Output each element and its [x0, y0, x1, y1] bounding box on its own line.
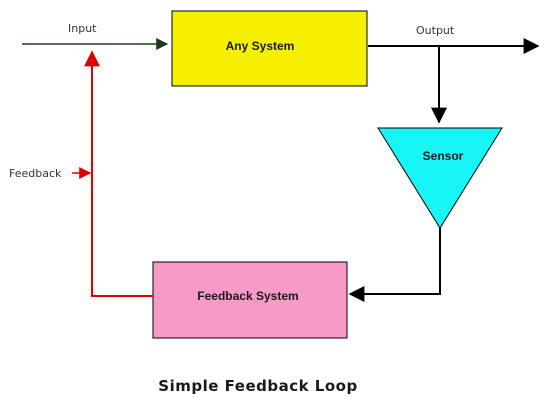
feedback-label: Feedback: [9, 167, 62, 180]
feedback-return-arrow: [84, 50, 153, 297]
feedback-system-label: Feedback System: [197, 289, 298, 303]
sensor-to-feedback-arrow: [348, 228, 441, 302]
any-system-block: [171, 10, 368, 87]
any-system-label: Any System: [226, 39, 295, 53]
feedback-system-block: [152, 261, 348, 339]
output-label: Output: [416, 24, 455, 37]
sensor-block: [377, 127, 503, 229]
input-label: Input: [68, 22, 97, 35]
diagram-caption: Simple Feedback Loop: [158, 377, 357, 395]
sensor-label: Sensor: [423, 149, 464, 163]
